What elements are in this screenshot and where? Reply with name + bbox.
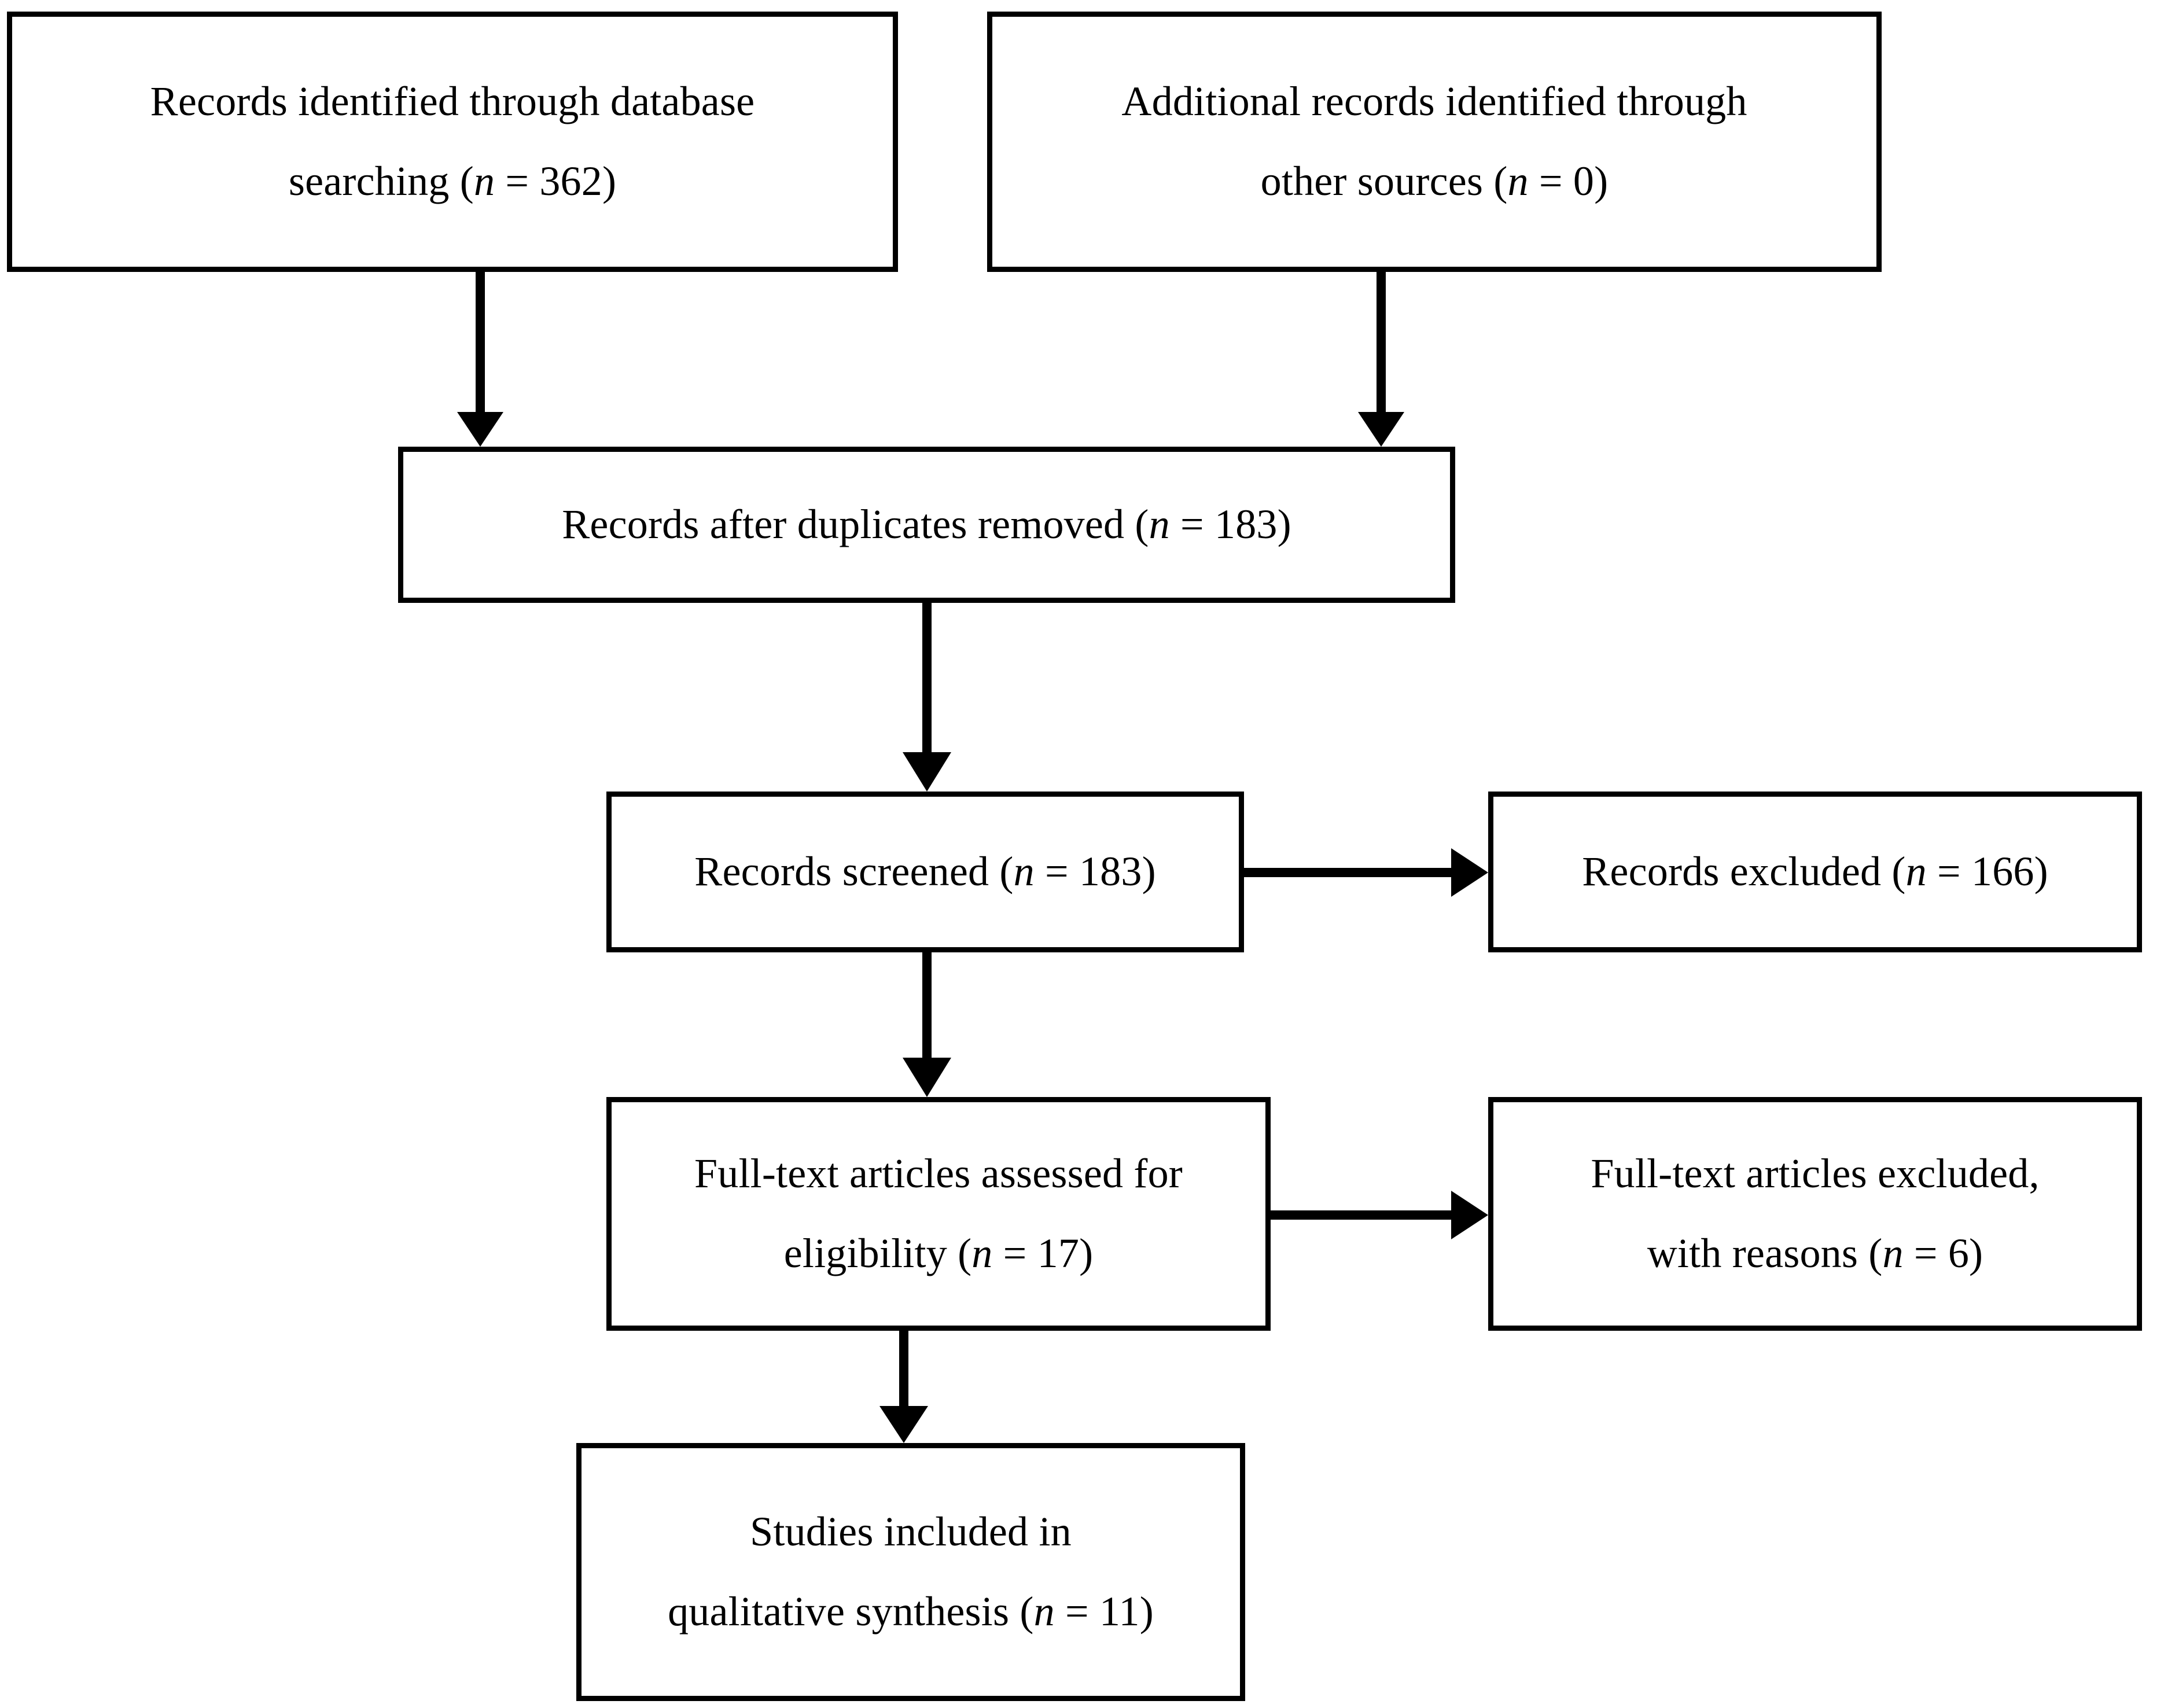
box-records-excluded: Records excluded (n = 166) <box>1488 792 2142 952</box>
box-studies-included: Studies included in qualitative synthesi… <box>576 1443 1245 1701</box>
box-line-1: Records excluded (n = 166) <box>1582 848 2048 895</box>
box-line-1: Records screened (n = 183) <box>694 848 1156 895</box>
box-records-screened: Records screened (n = 183) <box>606 792 1244 952</box>
box-line-2: eligibility (n = 17) <box>783 1230 1094 1276</box>
arrow-duplicates-to-screened <box>903 602 951 792</box>
arrow-database-to-duplicates <box>457 272 503 447</box>
box-full-text-articles-excluded: Full-text articles excluded, with reason… <box>1488 1097 2142 1331</box>
arrow-fulltext-to-included <box>879 1331 928 1443</box>
arrow-screened-to-fulltext <box>903 951 951 1097</box>
arrow-screened-to-excluded <box>1244 848 1488 897</box>
box-full-text-articles-assessed: Full-text articles assessed for eligibil… <box>606 1097 1271 1331</box>
box-records-identified-other-sources: Additional records identified through ot… <box>987 12 1882 272</box>
box-line-1: Additional records identified through <box>1121 78 1747 125</box>
box-line-2: searching (n = 362) <box>288 158 617 204</box>
box-line-1: Full-text articles assessed for <box>694 1150 1183 1197</box>
box-line-1: Full-text articles excluded, <box>1591 1150 2040 1197</box>
box-records-identified-database: Records identified through database sear… <box>7 12 898 272</box>
box-line-2: with reasons (n = 6) <box>1647 1230 1983 1276</box>
arrow-other-sources-to-duplicates <box>1358 272 1404 447</box>
box-line-1: Records after duplicates removed (n = 18… <box>562 501 1291 548</box>
box-line-2: other sources (n = 0) <box>1260 158 1609 204</box>
box-line-1: Studies included in <box>750 1508 1072 1555</box>
box-line-2: qualitative synthesis (n = 11) <box>668 1588 1154 1635</box>
arrow-fulltext-to-fulltext-excluded <box>1271 1191 1488 1239</box>
box-line-1: Records identified through database <box>150 78 755 125</box>
box-records-after-duplicates-removed: Records after duplicates removed (n = 18… <box>398 447 1455 603</box>
